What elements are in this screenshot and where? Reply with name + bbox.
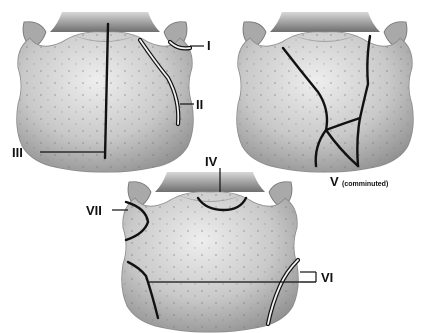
label-iii: III [12, 145, 23, 160]
label-v-comminuted: (comminuted) [342, 181, 388, 188]
label-iv: IV [205, 154, 218, 169]
label-v: V [330, 174, 339, 189]
panel-types-iv-vi-vii: IV VII VI [86, 154, 333, 332]
label-i: I [207, 38, 211, 53]
label-vi: VI [321, 270, 333, 285]
bone-illustration-b [237, 12, 414, 172]
label-vii: VII [86, 203, 102, 218]
label-ii: II [196, 97, 203, 112]
panel-type-v: V (comminuted) [237, 12, 414, 189]
panel-types-i-ii-iii: I II III [12, 12, 211, 172]
